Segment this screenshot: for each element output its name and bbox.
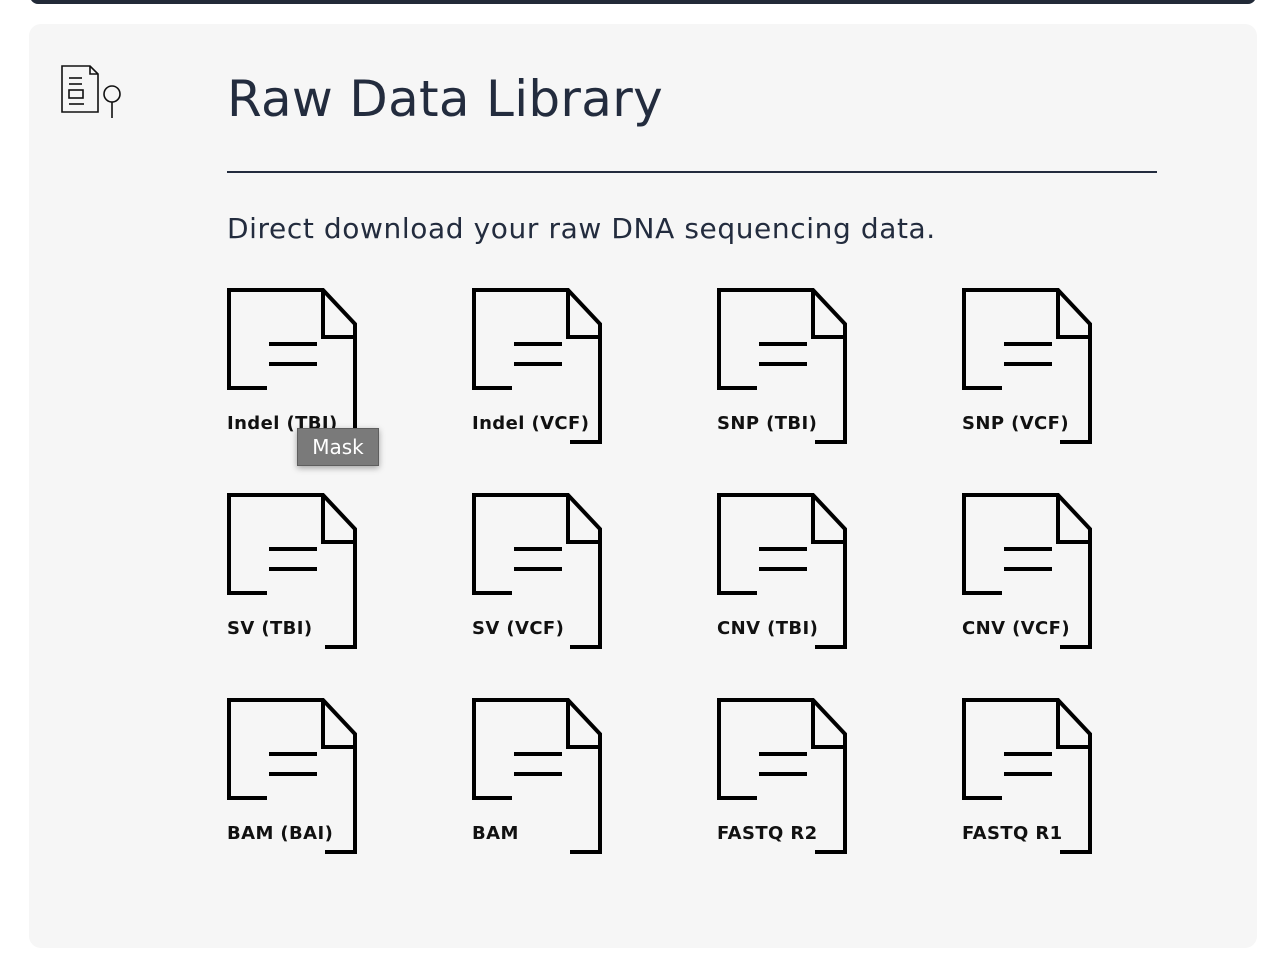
file-icon bbox=[962, 698, 1092, 854]
file-icon bbox=[472, 288, 602, 444]
file-tile-bam[interactable]: BAM bbox=[472, 698, 717, 903]
page-subtitle: Direct download your raw DNA sequencing … bbox=[227, 212, 936, 245]
file-grid: Indel (TBI) Indel (VCF) SNP (TBI) SNP (V… bbox=[227, 288, 1207, 903]
top-bar bbox=[30, 0, 1256, 4]
file-label: Indel (VCF) bbox=[472, 413, 590, 434]
file-icon bbox=[227, 493, 357, 649]
file-label: FASTQ R1 bbox=[962, 823, 1063, 844]
file-tile-indel-vcf[interactable]: Indel (VCF) bbox=[472, 288, 717, 493]
file-tile-fastq-r2[interactable]: FASTQ R2 bbox=[717, 698, 962, 903]
file-label: CNV (TBI) bbox=[717, 618, 819, 639]
file-icon bbox=[717, 493, 847, 649]
file-icon bbox=[472, 698, 602, 854]
title-divider bbox=[227, 171, 1157, 173]
file-icon bbox=[962, 288, 1092, 444]
file-tile-snp-tbi[interactable]: SNP (TBI) bbox=[717, 288, 962, 493]
tooltip: Mask bbox=[297, 428, 379, 466]
file-icon bbox=[717, 698, 847, 854]
file-label: SV (TBI) bbox=[227, 618, 313, 639]
file-icon bbox=[472, 493, 602, 649]
file-tile-sv-vcf[interactable]: SV (VCF) bbox=[472, 493, 717, 698]
page-title: Raw Data Library bbox=[227, 70, 663, 128]
raw-data-library-card bbox=[29, 24, 1257, 948]
file-tile-sv-tbi[interactable]: SV (TBI) bbox=[227, 493, 472, 698]
file-tile-fastq-r1[interactable]: FASTQ R1 bbox=[962, 698, 1207, 903]
file-label: BAM bbox=[472, 823, 519, 844]
file-icon bbox=[227, 698, 357, 854]
file-label: FASTQ R2 bbox=[717, 823, 818, 844]
file-icon bbox=[717, 288, 847, 444]
file-tile-snp-vcf[interactable]: SNP (VCF) bbox=[962, 288, 1207, 493]
file-tile-cnv-tbi[interactable]: CNV (TBI) bbox=[717, 493, 962, 698]
file-label: SNP (VCF) bbox=[962, 413, 1069, 434]
file-tile-cnv-vcf[interactable]: CNV (VCF) bbox=[962, 493, 1207, 698]
file-tile-bam-bai[interactable]: BAM (BAI) bbox=[227, 698, 472, 903]
file-label: SV (VCF) bbox=[472, 618, 565, 639]
file-icon bbox=[962, 493, 1092, 649]
file-label: SNP (TBI) bbox=[717, 413, 818, 434]
file-label: BAM (BAI) bbox=[227, 823, 334, 844]
file-label: CNV (VCF) bbox=[962, 618, 1070, 639]
document-search-icon bbox=[61, 65, 121, 118]
